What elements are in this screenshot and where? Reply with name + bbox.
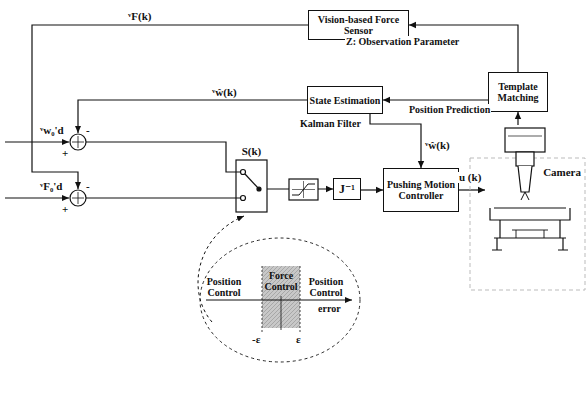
zone-label: error	[318, 303, 341, 315]
edge-label: Z: Observation Parameter	[345, 36, 460, 47]
sign-label: +	[62, 203, 68, 215]
signal-label: ᵛw₀'d	[40, 124, 64, 136]
signal-connector	[370, 114, 424, 168]
sign-label: -	[86, 180, 90, 192]
signal-label: ᵛF(k)	[128, 10, 151, 22]
zone-label: -ε	[252, 333, 260, 345]
estimator-box: State Estimation	[307, 86, 383, 114]
zone-label: Position Control	[306, 276, 346, 298]
edge-label: u (k)	[458, 172, 482, 183]
matching-box: Template Matching	[488, 72, 548, 112]
switch-box: S(k)	[236, 145, 267, 212]
signal-connector	[459, 187, 485, 193]
signal-label: ᵛŵ(k)	[212, 86, 237, 98]
signal-connector	[515, 112, 521, 125]
signal-connector	[383, 97, 488, 103]
node-text: Template Matching	[489, 81, 547, 103]
node-text: Camera	[543, 167, 581, 178]
camera-setup: Camera	[485, 125, 585, 290]
zone-label: Force Control	[262, 270, 300, 292]
node-text: Pushing Motion Controller	[384, 179, 458, 201]
edge-label: ᵛŵ(k)	[424, 140, 451, 151]
zone-label: ε	[296, 333, 301, 345]
sign-label: +	[62, 147, 68, 159]
signal-label: Kalman Filter	[300, 118, 361, 130]
signal-connector	[361, 187, 383, 193]
signal-label: ᵛF₀'d	[40, 180, 62, 192]
jacobian-box: J⁻¹	[333, 178, 361, 200]
node-text: S(k)	[242, 146, 262, 157]
edge-label: Position Prediction	[408, 104, 491, 115]
node-text: J⁻¹	[339, 184, 355, 195]
sign-label: -	[86, 124, 90, 136]
zone-label: Position Control	[204, 276, 244, 298]
node-text: Vision-based Force Sensor	[309, 14, 408, 36]
node-text: State Estimation	[310, 95, 381, 106]
controller-box: Pushing Motion Controller	[383, 168, 459, 212]
